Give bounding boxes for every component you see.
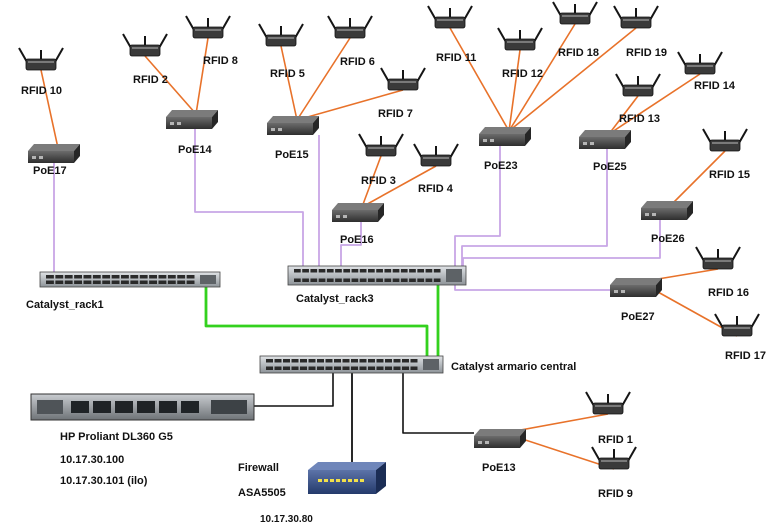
poe-uplink (454, 146, 501, 268)
firewall-model-label: ASA5505 (238, 487, 286, 499)
catalyst-rack1-label: Catalyst_rack1 (26, 299, 104, 311)
rfid18-label: RFID 18 (558, 47, 599, 59)
catalyst-rack3-label: Catalyst_rack3 (296, 293, 374, 305)
poe-uplink (340, 222, 362, 268)
rfid8-label: RFID 8 (203, 55, 238, 67)
rfid6-label: RFID 6 (340, 56, 375, 68)
rfid11-ap-icon (427, 5, 473, 29)
poe26-poe-icon (641, 201, 693, 220)
rfid16-label: RFID 16 (708, 287, 749, 299)
server-name-label: HP Proliant DL360 G5 (60, 431, 173, 443)
rfid5-ap-icon (258, 23, 304, 47)
rfid2-ap-icon (122, 33, 168, 57)
rfid-link (195, 37, 209, 115)
poe-uplink (194, 129, 304, 268)
rfid3-ap-icon (358, 133, 404, 157)
rfid9-ap-icon (591, 446, 637, 470)
rfid7-label: RFID 7 (378, 108, 413, 120)
poe14-label: PoE14 (178, 144, 213, 156)
rfid-link (144, 55, 197, 115)
rfid-link (296, 37, 351, 121)
rfid-link (361, 165, 437, 208)
rfid10-ap-icon (18, 47, 64, 71)
rfid15-label: RFID 15 (709, 169, 750, 181)
rfid-link (508, 49, 521, 132)
poe-uplink (454, 285, 612, 291)
firewall-icon (308, 462, 386, 494)
black-link (402, 373, 474, 434)
catalyst-core-switch (259, 355, 444, 374)
poe14-poe-icon (166, 110, 218, 129)
rfid19-label: RFID 19 (626, 47, 667, 59)
rfid15-ap-icon (702, 128, 748, 152)
poe23-poe-icon (479, 127, 531, 146)
poe13-poe-icon (474, 429, 526, 448)
labels-layer: RFID 10 RFID 2 RFID 8 RFID 5 RFID 6 RFID 7 RFI… (21, 47, 766, 525)
rfid-link (361, 155, 382, 208)
rfid-link (280, 45, 298, 121)
poe26-label: PoE26 (651, 233, 685, 245)
poe27-poe-icon (610, 278, 662, 297)
rfid14-ap-icon (677, 51, 723, 75)
poe25-label: PoE25 (593, 161, 627, 173)
server-ilo-label: 10.17.30.101 (ilo) (60, 475, 148, 487)
poe25-poe-icon (579, 130, 631, 149)
poe16-poe-icon (332, 203, 384, 222)
rfid1-ap-icon (585, 391, 631, 415)
rfid-link (608, 95, 639, 135)
rfid18-ap-icon (552, 1, 598, 25)
rfid8-ap-icon (185, 15, 231, 39)
firewall-ip-label: 10.17.30.80 (260, 514, 313, 525)
rfid3-label: RFID 3 (361, 175, 396, 187)
rfid-link (296, 89, 404, 121)
rfid19-ap-icon (613, 5, 659, 29)
rfid17-ap-icon (714, 313, 760, 337)
rfid17-label: RFID 17 (725, 350, 766, 362)
green-uplink (204, 287, 429, 360)
poe23-label: PoE23 (484, 160, 518, 172)
poe-uplink (462, 220, 661, 276)
poe27-label: PoE27 (621, 311, 655, 323)
poe16-label: PoE16 (340, 234, 374, 246)
rfid10-label: RFID 10 (21, 85, 62, 97)
rfid14-label: RFID 14 (694, 80, 736, 92)
rfid4-label: RFID 4 (418, 183, 454, 195)
links-layer (40, 23, 738, 470)
server-ip-label: 10.17.30.100 (60, 454, 124, 466)
rfid2-label: RFID 2 (133, 74, 168, 86)
rfid-link (449, 27, 510, 132)
poe-uplink (461, 148, 608, 272)
poe17-label: PoE17 (33, 165, 67, 177)
black-link (254, 373, 334, 407)
poe15-label: PoE15 (275, 149, 309, 161)
rfid1-label: RFID 1 (598, 434, 633, 446)
rfid5-label: RFID 5 (270, 68, 305, 80)
rfid-link (508, 27, 637, 132)
rfid4-ap-icon (413, 143, 459, 167)
rfid-link (40, 69, 59, 149)
devices-layer (18, 1, 760, 494)
rfid7-ap-icon (380, 67, 426, 91)
rfid6-ap-icon (327, 15, 373, 39)
rfid-link (670, 150, 726, 206)
poe13-label: PoE13 (482, 462, 516, 474)
server-icon (30, 393, 255, 421)
rfid-link (608, 73, 701, 135)
rfid13-ap-icon (615, 73, 661, 97)
rfid13-label: RFID 13 (619, 113, 660, 125)
catalyst-rack1-switch (39, 271, 221, 288)
core-switch-label: Catalyst armario central (451, 361, 576, 373)
catalyst-rack3-switch (287, 265, 467, 286)
rfid9-label: RFID 9 (598, 488, 633, 500)
rfid-link (508, 23, 576, 132)
firewall-title-label: Firewall (238, 462, 279, 474)
poe15-poe-icon (267, 116, 319, 135)
rfid16-ap-icon (695, 246, 741, 270)
rfid11-label: RFID 11 (436, 52, 476, 64)
rfid12-ap-icon (497, 27, 543, 51)
rfid12-label: RFID 12 (502, 68, 543, 80)
poe17-poe-icon (28, 144, 80, 163)
